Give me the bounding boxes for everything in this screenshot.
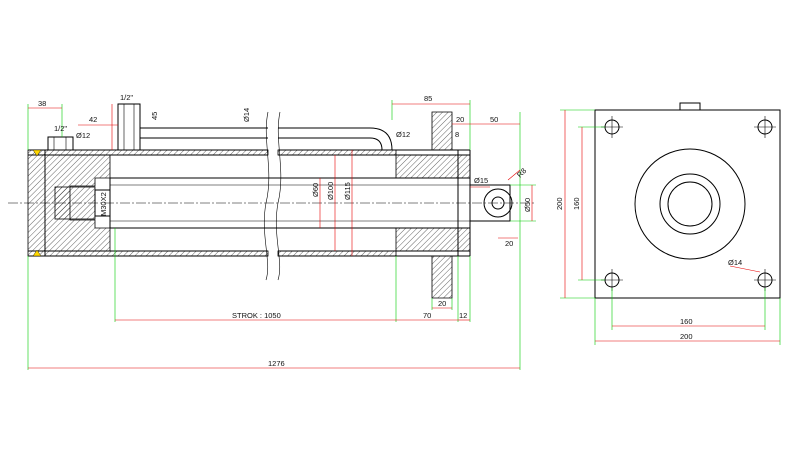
dim-tube-dia: Ø115 xyxy=(343,182,352,200)
dim-total-len: 1276 xyxy=(268,359,285,368)
extension-lines xyxy=(27,100,536,370)
dim-port-thread-top: 1/2" xyxy=(120,93,133,102)
cylinder-side-view: 38 1/2" 1/2" 42 45 Ø14 Ø12 Ø12 85 20 8 5… xyxy=(8,93,536,370)
dim-gland-face: 20 xyxy=(438,299,446,308)
end-view-extension-lines xyxy=(560,109,781,345)
dim-eye-width: 20 xyxy=(505,239,513,248)
flange-end-view: 200 160 Ø14 160 200 xyxy=(555,102,781,345)
dim-hole-pitch-v: 160 xyxy=(572,197,581,210)
dimension-lines xyxy=(28,103,533,369)
dim-pipe-dia: Ø14 xyxy=(242,108,251,122)
dim-bend-dia: Ø12 xyxy=(396,130,410,139)
dim-bore-dia: Ø100 xyxy=(326,182,335,200)
bolt-hole xyxy=(754,116,776,138)
rod-eye xyxy=(469,184,513,222)
dim-flange-height: 200 xyxy=(555,197,564,210)
dim-hole-pitch-h: 160 xyxy=(680,317,693,326)
oil-port-left xyxy=(47,136,74,151)
dim-eye-radius: R8 xyxy=(515,166,528,179)
bolt-holes xyxy=(601,116,776,291)
oil-port-top xyxy=(117,103,141,151)
dim-flange-span: 85 xyxy=(424,94,432,103)
end-cap xyxy=(27,149,111,257)
dim-port-thread-left: 1/2" xyxy=(54,124,67,133)
bolt-hole xyxy=(754,269,776,291)
rod-eye-outer xyxy=(483,188,513,218)
dim-flange-width: 200 xyxy=(680,332,693,341)
external-pipe xyxy=(140,127,393,151)
dim-eye-hole: Ø15 xyxy=(474,176,488,185)
dim-gland-len: 70 xyxy=(423,311,431,320)
dim-stroke: STROK : 1050 xyxy=(232,311,281,320)
flange-outer-ring xyxy=(634,148,746,260)
dim-port-pitch: 42 xyxy=(89,115,97,124)
dim-port-hole-dia: Ø12 xyxy=(76,131,90,140)
dim-rod-end-len: 50 xyxy=(490,115,498,124)
dim-port-offset: 38 xyxy=(38,99,46,108)
dim-flange-thick: 8 xyxy=(455,130,459,139)
dim-flange-width: 20 xyxy=(456,115,464,124)
end-view-labels: 200 160 Ø14 160 200 xyxy=(555,197,742,341)
weld-marker-top xyxy=(32,149,42,157)
mounting-flange xyxy=(431,111,459,299)
piston-rod xyxy=(54,177,471,229)
dim-rod-dia: Ø60 xyxy=(311,183,320,197)
flange-bore xyxy=(667,181,713,227)
flange-inner-ring xyxy=(659,173,721,235)
dim-eye-dia: Ø50 xyxy=(523,198,532,212)
dim-end-gap: 12 xyxy=(459,311,467,320)
flange-plate xyxy=(594,109,781,299)
dim-port-height: 45 xyxy=(150,112,159,120)
dim-hole-dia: Ø14 xyxy=(728,258,742,267)
rod-eye-hole xyxy=(491,196,505,210)
dim-thread: M30X2 xyxy=(99,192,108,216)
port-boss xyxy=(679,102,701,111)
end-view-dimension-lines xyxy=(564,110,780,342)
side-view-labels: 38 1/2" 1/2" 42 45 Ø14 Ø12 Ø12 85 20 8 5… xyxy=(38,93,532,368)
gland xyxy=(395,150,471,256)
weld-marker-bottom xyxy=(32,249,42,257)
